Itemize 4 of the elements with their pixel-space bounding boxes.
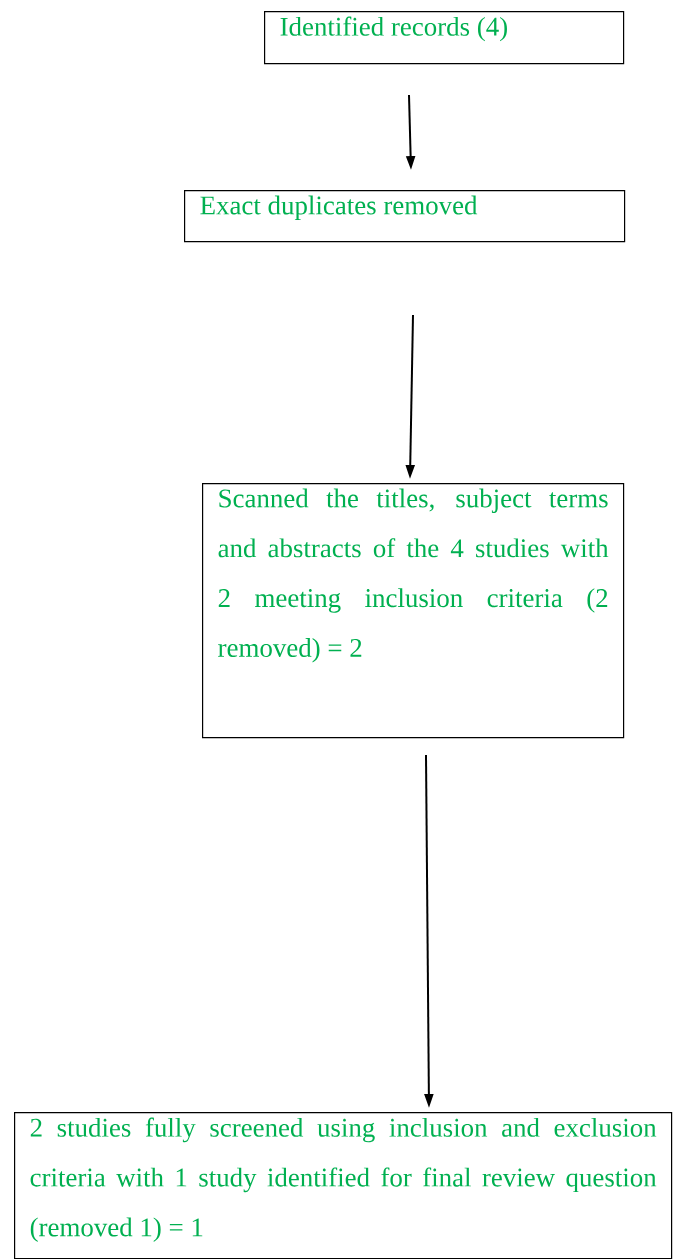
process-box: 2 studies fully screened using inclusion and exclusion criteria with 1 study identified for final review question (removed 1) = 1 — [14, 1112, 673, 1259]
process-box: Identified records (4) — [264, 11, 625, 65]
process-box: Exact duplicates removed — [184, 190, 626, 243]
process-box: Scanned the titles, subject terms and abstracts of the 4 studies with 2 meeting inclusion criteria (2 removed) = 2 — [202, 483, 625, 739]
